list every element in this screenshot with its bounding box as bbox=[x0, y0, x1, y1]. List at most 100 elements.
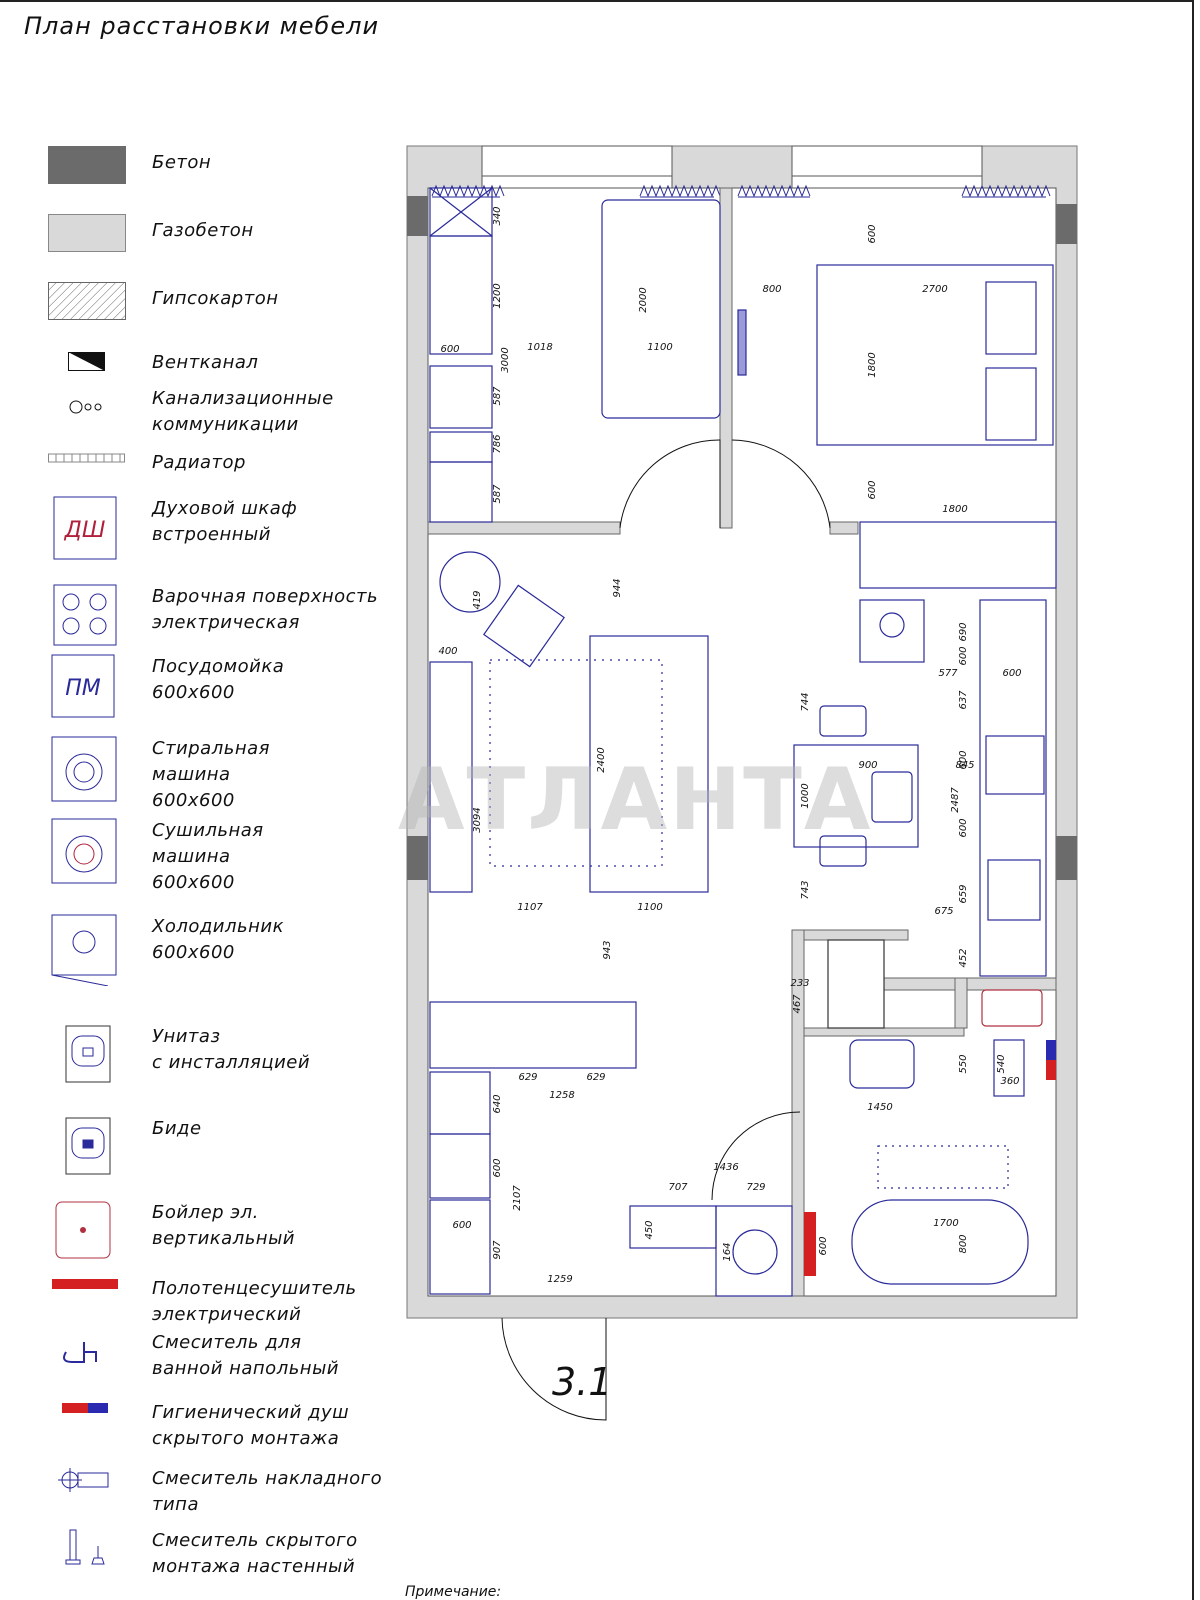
dimension-label: 1000 bbox=[800, 783, 811, 808]
dimension-label: 1450 bbox=[867, 1102, 892, 1113]
dimension-label: 729 bbox=[746, 1182, 765, 1193]
legend-label: Смеситель скрытого монтажа настенный bbox=[152, 1530, 358, 1577]
dishwasher-icon: ПМ bbox=[48, 654, 126, 724]
dimension-label: 637 bbox=[958, 690, 969, 710]
dimension-label: 2487 bbox=[950, 787, 961, 813]
floor-mixer-icon bbox=[48, 1330, 126, 1370]
armchair bbox=[439, 551, 501, 613]
dimension-label: 600 bbox=[958, 646, 969, 665]
legend-label: Гипсокартон bbox=[152, 288, 279, 309]
legend-label: Бойлер эл. вертикальный bbox=[152, 1202, 295, 1249]
towel-dryer-icon bbox=[48, 1276, 126, 1295]
fridge bbox=[859, 599, 925, 663]
dimension-label: 2700 bbox=[922, 284, 947, 295]
dimension-label: 1259 bbox=[547, 1274, 572, 1285]
boiler bbox=[981, 989, 1043, 1027]
page-title: План расстановки мебели bbox=[24, 12, 380, 40]
legend-label: Биде bbox=[152, 1118, 202, 1139]
dimension-label: 2400 bbox=[596, 747, 607, 772]
legend-label: Духовой шкаф встроенный bbox=[152, 498, 298, 545]
dimension-label: 550 bbox=[958, 1054, 969, 1073]
dimension-label: 360 bbox=[1000, 1076, 1019, 1087]
legend-label: Смеситель для ванной напольный bbox=[152, 1332, 339, 1379]
dimension-label: 707 bbox=[668, 1182, 688, 1193]
apartment-number: 3.1 bbox=[552, 1360, 613, 1404]
pillow bbox=[985, 281, 1037, 355]
dimension-label: 600 bbox=[867, 224, 878, 243]
toilet-icon bbox=[48, 1024, 126, 1090]
dimension-label: 800 bbox=[762, 284, 781, 295]
dimension-label: 233 bbox=[790, 978, 809, 989]
legend-label: Бетон bbox=[152, 152, 212, 173]
legend-label: Канализационные коммуникации bbox=[152, 388, 334, 435]
legend-label: Гигиенический душ скрытого монтажа bbox=[152, 1402, 350, 1449]
dimension-label: 419 bbox=[472, 590, 483, 609]
dimension-label: 845 bbox=[955, 760, 974, 771]
bed bbox=[816, 264, 1054, 446]
bath-mat bbox=[877, 1145, 1009, 1189]
dimension-label: 629 bbox=[586, 1072, 605, 1083]
tv bbox=[737, 309, 747, 376]
drywall-swatch-icon bbox=[48, 282, 126, 324]
dimension-label: 907 bbox=[492, 1240, 503, 1260]
door-swings bbox=[501, 439, 831, 1421]
dimension-label: 452 bbox=[958, 948, 969, 967]
dimension-label: 1100 bbox=[637, 902, 662, 913]
legend-label: Полотенцесушитель электрический bbox=[152, 1278, 357, 1325]
dimension-label: 629 bbox=[518, 1072, 537, 1083]
radiators bbox=[431, 184, 1051, 198]
corner-sofa bbox=[589, 635, 709, 893]
bathtub bbox=[851, 1199, 1029, 1285]
sink-kitchen bbox=[987, 859, 1041, 921]
dryer-icon bbox=[48, 818, 126, 890]
legend-label: Смеситель накладного типа bbox=[152, 1468, 383, 1515]
radiator bbox=[639, 184, 721, 198]
washer bbox=[715, 1205, 793, 1297]
dimension-label: 1800 bbox=[867, 352, 878, 377]
dimension-label: 1800 bbox=[942, 504, 967, 515]
dimension-label: 587 bbox=[492, 386, 503, 406]
aerated-concrete-swatch-icon bbox=[48, 214, 126, 256]
dimension-label: 340 bbox=[492, 206, 503, 225]
bathroom-sink bbox=[849, 1039, 915, 1089]
shelf-bath bbox=[629, 1205, 717, 1249]
vent-duct-icon bbox=[48, 352, 146, 376]
radiator bbox=[737, 184, 811, 198]
legend-label: Унитаз с инсталляцией bbox=[152, 1026, 311, 1073]
dimension-label: 640 bbox=[492, 1094, 503, 1113]
dimension-label: 744 bbox=[800, 692, 811, 711]
shelf-1 bbox=[429, 365, 493, 429]
dimension-label: 900 bbox=[858, 760, 877, 771]
oven-icon: ДШ bbox=[48, 496, 126, 566]
surface-mixer-icon bbox=[48, 1466, 126, 1500]
dimension-label: 690 bbox=[958, 622, 969, 641]
dimension-label: 450 bbox=[644, 1220, 655, 1239]
dimension-label: 600 bbox=[452, 1220, 471, 1231]
legend-label: Радиатор bbox=[152, 452, 246, 473]
chair bbox=[819, 705, 867, 737]
dimension-label: 600 bbox=[818, 1236, 829, 1255]
dimension-label: 600 bbox=[492, 1158, 503, 1177]
radiator bbox=[431, 184, 505, 198]
dimension-label: 600 bbox=[958, 818, 969, 837]
dimension-label: 943 bbox=[602, 940, 613, 959]
washing-machine-icon bbox=[48, 736, 126, 808]
vent-shaft bbox=[827, 939, 885, 1029]
boiler-icon bbox=[48, 1200, 126, 1266]
concealed-mixer-icon bbox=[48, 1528, 126, 1572]
dimension-label: 1107 bbox=[517, 902, 543, 913]
towel-dryer bbox=[804, 1212, 816, 1276]
legend-label: Вентканал bbox=[152, 352, 259, 373]
radiator-icon bbox=[48, 450, 126, 469]
dimension-label: 786 bbox=[492, 434, 503, 453]
radiator bbox=[961, 184, 1051, 198]
note-label: Примечание: bbox=[405, 1584, 502, 1600]
dimension-label: 1258 bbox=[549, 1090, 574, 1101]
desk bbox=[429, 235, 493, 355]
windows bbox=[481, 145, 983, 189]
dimension-label: 1200 bbox=[492, 283, 503, 308]
dining-table bbox=[793, 744, 919, 848]
dimension-label: 2000 bbox=[638, 287, 649, 312]
tv-stand-living bbox=[429, 661, 473, 893]
furniture bbox=[429, 187, 1057, 1297]
